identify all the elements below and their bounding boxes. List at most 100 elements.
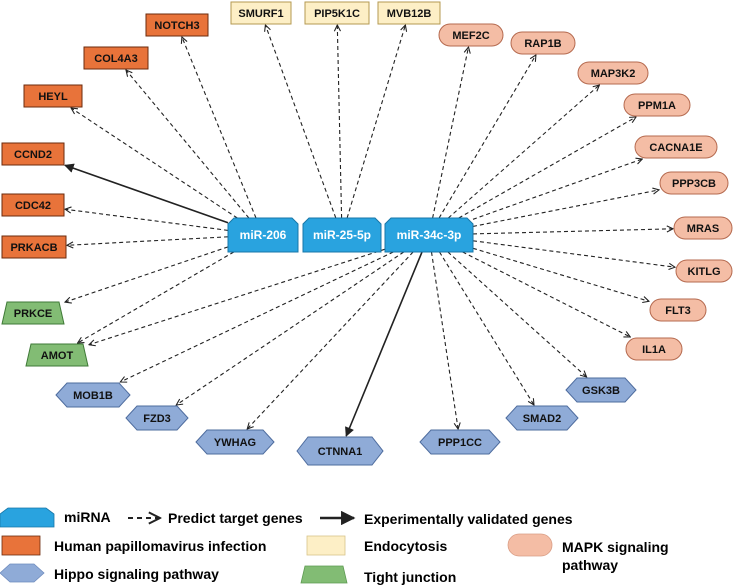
gene-node-ywhag[interactable]: YWHAG (195, 429, 275, 455)
gene-node-prkce[interactable]: PRKCE (1, 301, 65, 325)
gene-node-mob1b[interactable]: MOB1B (55, 382, 131, 408)
gene-node-shape (673, 216, 733, 240)
legend-item-mirna: miRNA (0, 507, 111, 528)
gene-node-cacna1e[interactable]: CACNA1E (634, 135, 718, 159)
gene-node-label: CDC42 (15, 200, 51, 212)
gene-node-kitlg[interactable]: KITLG (675, 259, 733, 283)
gene-node-shape (23, 84, 83, 108)
legend-item-tight: Tight junction (300, 565, 456, 585)
gene-node-shape (145, 13, 209, 37)
gene-node-map3k2[interactable]: MAP3K2 (577, 61, 649, 85)
gene-node-shape (419, 429, 501, 455)
gene-node-label: RAP1B (524, 38, 561, 50)
edge-m34-MRAS (472, 229, 673, 235)
gene-node-label: CACNA1E (649, 142, 702, 154)
gene-node-shape (577, 61, 649, 85)
gene-node-pip5k1c[interactable]: PIP5K1C (304, 1, 370, 25)
edge-m206-CCND2 (64, 163, 229, 224)
edge-m34-PPP1CC (430, 251, 459, 429)
gene-node-label: CCND2 (14, 149, 52, 161)
gene-node-shape (675, 259, 733, 283)
gene-node-shape (296, 436, 384, 466)
gene-node-ccnd2[interactable]: CCND2 (1, 142, 65, 166)
gene-node-notch3[interactable]: NOTCH3 (145, 13, 209, 37)
gene-node-mef2c[interactable]: MEF2C (438, 23, 504, 47)
mirna-node-m25[interactable]: miR-25-5p (302, 217, 382, 253)
mirna-node-shape (384, 217, 474, 253)
nodes-layer: miR-206 miR-25-5p miR-34c-3p NOTCH3COL4A3HE… (1, 1, 733, 466)
gene-node-shape (1, 142, 65, 166)
legend-item-predicted: Predict target genes (128, 510, 303, 526)
gene-node-amot[interactable]: AMOT (25, 343, 89, 367)
gene-node-shape (55, 382, 131, 408)
legend-hippo-swatch (0, 563, 45, 583)
gene-node-label: MOB1B (73, 390, 113, 402)
edge-m34-FZD3 (176, 251, 405, 405)
legend-mapk-label-line2: pathway (562, 557, 618, 573)
legend-endocytosis-swatch (306, 535, 346, 556)
edge-m206-NOTCH3 (182, 37, 257, 219)
gene-node-ppp3cb[interactable]: PPP3CB (659, 171, 729, 195)
mirna-node-m206[interactable]: miR-206 (227, 217, 299, 253)
edge-m34-PPM1A (458, 117, 636, 219)
gene-node-shape (195, 429, 275, 455)
gene-node-col4a3[interactable]: COL4A3 (83, 46, 149, 70)
gene-node-label: MAP3K2 (591, 68, 636, 80)
mirna-node-shape (302, 217, 382, 253)
legend-validated-label: Experimentally validated genes (364, 511, 573, 527)
gene-node-smad2[interactable]: SMAD2 (505, 405, 579, 431)
edge-m206-HEYL (71, 108, 238, 219)
legend-hippo-label: Hippo signaling pathway (54, 566, 219, 582)
gene-node-heyl[interactable]: HEYL (23, 84, 83, 108)
gene-node-shape (230, 1, 292, 25)
gene-node-gsk3b[interactable]: GSK3B (565, 377, 637, 403)
gene-node-label: PRKCE (14, 308, 53, 320)
legend-tight-label: Tight junction (364, 569, 456, 585)
edge-m34-MAP3K2 (447, 85, 599, 219)
mirna-node-m34[interactable]: miR-34c-3p (384, 217, 474, 253)
gene-node-label: PPM1A (638, 100, 676, 112)
gene-node-smurf1[interactable]: SMURF1 (230, 1, 292, 25)
edge-m206-AMOT (78, 251, 235, 343)
edge-m206-PRKACB (67, 236, 229, 246)
edge-m34-SMAD2 (439, 251, 535, 405)
gene-node-label: AMOT (41, 350, 74, 362)
gene-node-label: MVB12B (387, 8, 432, 20)
edge-m34-MOB1B (120, 251, 394, 382)
gene-node-mvb12b[interactable]: MVB12B (377, 1, 441, 25)
gene-node-rap1b[interactable]: RAP1B (510, 31, 576, 55)
legend-hpv-swatch (1, 535, 41, 556)
gene-node-shape (83, 46, 149, 70)
mirna-node-label: miR-206 (240, 228, 287, 242)
gene-node-prkacb[interactable]: PRKACB (1, 235, 67, 259)
edge-m34-AMOT (89, 248, 386, 345)
edge-m34-MEF2C (432, 47, 469, 219)
edge-m34-IL1A (462, 251, 631, 337)
edge-m34-FLT3 (472, 247, 649, 301)
gene-node-shape (1, 193, 65, 217)
gene-node-fzd3[interactable]: FZD3 (125, 405, 189, 431)
edge-m34-CACNA1E (472, 159, 642, 220)
gene-node-label: CTNNA1 (318, 446, 363, 458)
edge-m206-CDC42 (65, 209, 229, 231)
mirna-node-label: miR-34c-3p (397, 228, 462, 242)
gene-node-label: NOTCH3 (154, 20, 199, 32)
gene-node-il1a[interactable]: IL1A (625, 337, 683, 361)
gene-node-ppp1cc[interactable]: PPP1CC (419, 429, 501, 455)
gene-node-label: FZD3 (143, 413, 171, 425)
gene-node-label: PIP5K1C (314, 8, 360, 20)
gene-node-shape (125, 405, 189, 431)
gene-node-label: MRAS (687, 223, 719, 235)
edge-m206-COL4A3 (126, 70, 250, 219)
gene-node-flt3[interactable]: FLT3 (649, 298, 707, 322)
gene-node-mras[interactable]: MRAS (673, 216, 733, 240)
edge-m34-GSK3B (447, 251, 587, 377)
edge-m34-PPP3CB (472, 190, 659, 227)
gene-node-cdc42[interactable]: CDC42 (1, 193, 65, 217)
edges-layer (64, 25, 675, 437)
gene-node-shape (438, 23, 504, 47)
legend-mirna-swatch (0, 507, 55, 528)
gene-node-ctnna1[interactable]: CTNNA1 (296, 436, 384, 466)
edge-m25-PIP5K1C (337, 25, 343, 219)
gene-node-ppm1a[interactable]: PPM1A (623, 93, 691, 117)
